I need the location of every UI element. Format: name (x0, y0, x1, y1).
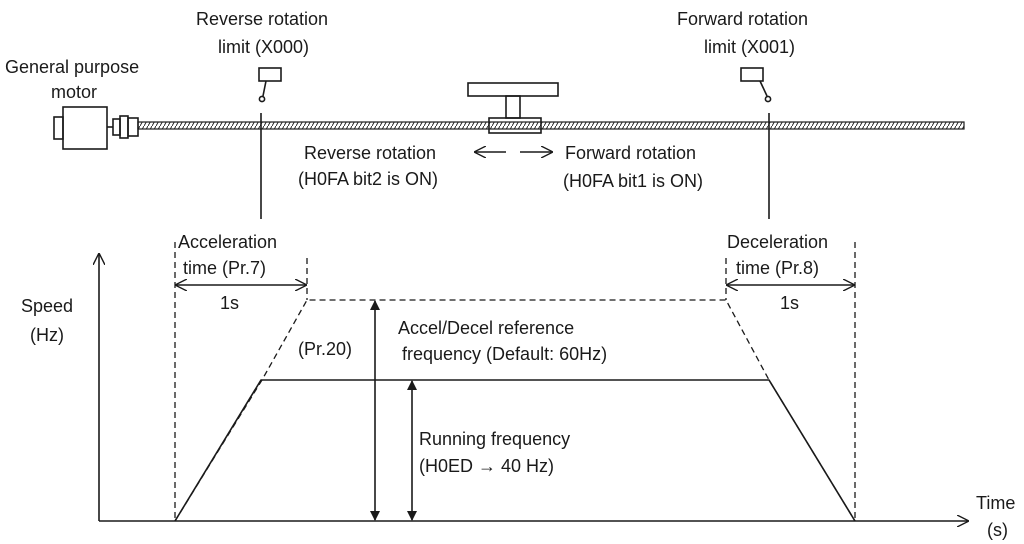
reverse-direction-label-line2: (H0FA bit2 is ON) (298, 169, 438, 189)
motor-icon (53, 106, 139, 150)
decel-time-label-line2: time (Pr.8) (736, 258, 819, 278)
forward-limit-switch-icon (740, 67, 772, 103)
reference-frequency-label-line2: frequency (Default: 60Hz) (402, 344, 607, 364)
reference-frequency-profile (174, 242, 856, 522)
time-axis-label-line1: Time (976, 493, 1015, 513)
decel-1s-label: 1s (780, 293, 799, 313)
speed-axis-label-line2: (Hz) (30, 325, 64, 345)
carriage-table-icon (467, 82, 559, 134)
lead-screw (137, 121, 965, 130)
motor-label-line1: General purpose (5, 57, 139, 77)
accel-time-label-line1: Acceleration (178, 232, 277, 252)
forward-limit-label-line2: limit (X001) (704, 37, 795, 57)
forward-direction-label-line2: (H0FA bit1 is ON) (563, 171, 703, 191)
forward-limit-label-line1: Forward rotation (677, 9, 808, 29)
reverse-direction-label-line1: Reverse rotation (304, 143, 436, 163)
reverse-limit-label-line2: limit (X000) (218, 37, 309, 57)
running-frequency-profile (174, 379, 856, 522)
reference-frequency-label-line1: Accel/Decel reference (398, 318, 574, 338)
decel-time-label-line1: Deceleration (727, 232, 828, 252)
reverse-limit-label-line1: Reverse rotation (196, 9, 328, 29)
running-frequency-label-line2: (H0ED → 40 Hz) (419, 456, 554, 476)
forward-direction-label-line1: Forward rotation (565, 143, 696, 163)
motor-label-line2: motor (51, 82, 97, 102)
speed-axis-label-line1: Speed (21, 296, 73, 316)
accel-time-label-line2: time (Pr.7) (183, 258, 266, 278)
time-axis-label-line2: (s) (987, 520, 1008, 540)
running-frequency-label-line1: Running frequency (419, 429, 570, 449)
reverse-limit-switch-icon (258, 67, 282, 103)
pr20-label: (Pr.20) (298, 339, 352, 359)
accel-1s-label: 1s (220, 293, 239, 313)
